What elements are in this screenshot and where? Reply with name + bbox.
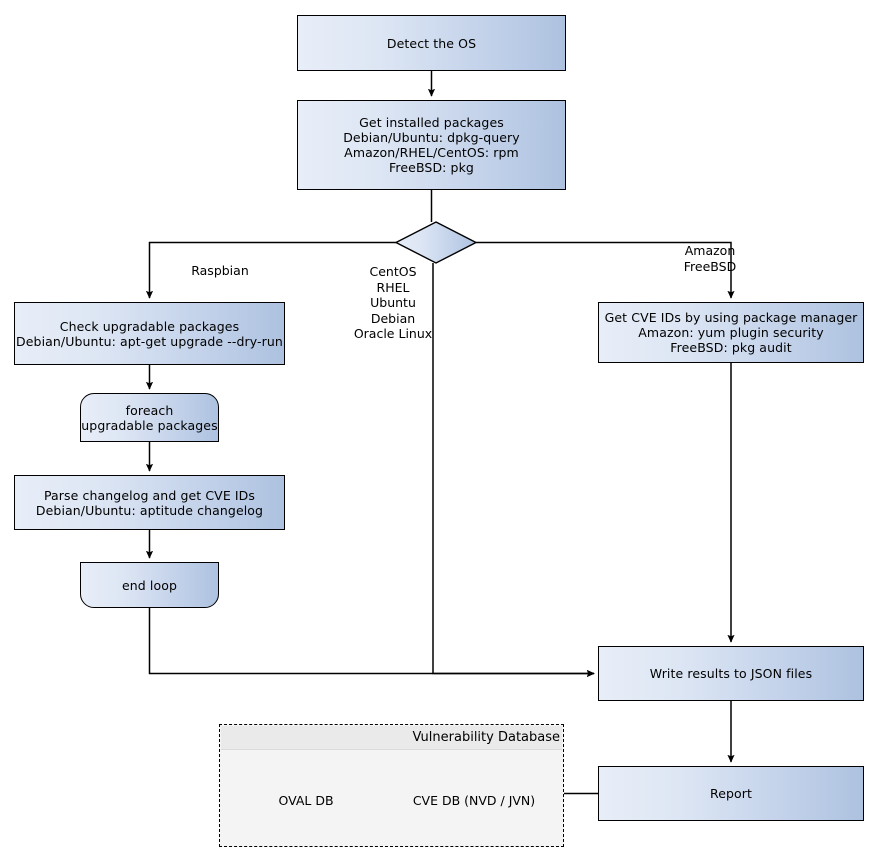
node-check-upgradable-packages[interactable]: Check upgradable packages Debian/Ubuntu:…: [14, 302, 285, 365]
node-get-installed-packages[interactable]: Get installed packages Debian/Ubuntu: dp…: [297, 100, 566, 190]
group-vulnerability-database-title: Vulnerability Database: [221, 726, 562, 750]
node-report-label: Report: [709, 786, 753, 801]
node-write-results-label: Write results to JSON files: [649, 666, 813, 681]
db-oval-label: OVAL DB: [278, 793, 334, 808]
db-oval[interactable]: OVAL DB: [232, 762, 380, 834]
group-title-text: Vulnerability Database: [412, 730, 560, 745]
node-check-upgradable-label: Check upgradable packages Debian/Ubuntu:…: [16, 318, 283, 349]
os-decision-diamond: [394, 221, 478, 264]
node-report[interactable]: Report: [598, 766, 864, 821]
node-foreach-upgradable-packages[interactable]: foreach upgradable packages: [80, 393, 219, 442]
db-cve[interactable]: CVE DB (NVD / JVN): [400, 762, 548, 834]
edge-label-raspbian: Raspbian: [191, 263, 249, 278]
node-get-cve-ids-package-manager[interactable]: Get CVE IDs by using package manager Ama…: [598, 302, 864, 363]
node-detect-os[interactable]: Detect the OS: [297, 15, 566, 71]
node-end-loop-label: end loop: [121, 577, 178, 593]
edge-label-amazon-freebsd: Amazon FreeBSD: [683, 243, 737, 274]
node-detect-os-label: Detect the OS: [386, 35, 477, 51]
node-parse-changelog-label: Parse changelog and get CVE IDs Debian/U…: [35, 487, 264, 518]
edge-decision-bottom: [432, 263, 595, 678]
node-parse-changelog[interactable]: Parse changelog and get CVE IDs Debian/U…: [14, 475, 285, 530]
edge-endloop-to-write: [148, 608, 595, 678]
node-end-loop[interactable]: end loop: [80, 562, 219, 608]
db-cve-label: CVE DB (NVD / JVN): [412, 793, 536, 808]
node-foreach-label: foreach upgradable packages: [81, 402, 218, 433]
node-write-results-json[interactable]: Write results to JSON files: [598, 646, 864, 701]
node-get-cve-ids-label: Get CVE IDs by using package manager Ama…: [604, 310, 858, 355]
edge-label-centos-rhel-ubuntu-debian-oracle: CentOS RHEL Ubuntu Debian Oracle Linux: [353, 264, 433, 341]
node-get-installed-packages-label: Get installed packages Debian/Ubuntu: dp…: [343, 115, 520, 175]
